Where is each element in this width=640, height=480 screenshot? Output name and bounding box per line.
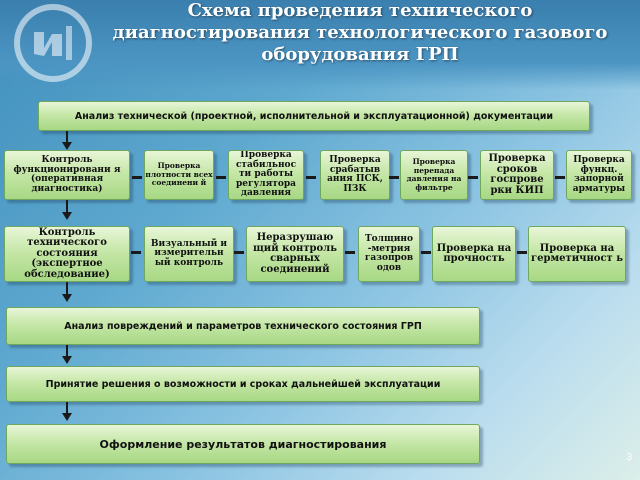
regulator-stability-box: Проверка стабильнос ти работы регулятора… <box>228 150 304 200</box>
regulator-stability-label: Проверка стабильнос ти работы регулятора… <box>235 150 297 199</box>
damage-analysis-box: Анализ повреждений и параметров техничес… <box>6 307 480 345</box>
expert-inspection-box: Контроль технического состояния (эксперт… <box>4 226 130 282</box>
connector-dash <box>345 251 355 254</box>
damage-analysis-label: Анализ повреждений и параметров техничес… <box>64 320 422 332</box>
connector-dash <box>131 251 141 254</box>
connector-line <box>66 282 68 295</box>
connector-arrow <box>62 294 72 302</box>
psk-pzk-check-box: Проверка срабатыв ания ПСК, ПЗК <box>320 150 390 200</box>
documentation-analysis-label: Анализ технической (проектной, исполните… <box>74 110 554 122</box>
thickness-measurement-label: Толщино -метрия газопров одов <box>364 234 414 273</box>
psk-pzk-check-label: Проверка срабатыв ания ПСК, ПЗК <box>327 155 383 194</box>
visual-measurement-box: Визуальный и измерительн ый контроль <box>144 226 234 282</box>
operational-diagnostics-label: Контроль функционировани я (оперативная … <box>13 155 121 194</box>
decision-label: Принятие решения о возможности и сроках … <box>45 378 441 390</box>
visual-measurement-label: Визуальный и измерительн ый контроль <box>150 238 228 268</box>
results-documentation-box: Оформление результатов диагностирования <box>6 424 480 464</box>
operational-diagnostics-box: Контроль функционировани я (оперативная … <box>4 150 130 200</box>
connector-line <box>66 200 68 213</box>
expert-inspection-label: Контроль технического состояния (эксперт… <box>24 226 110 280</box>
strength-test-label: Проверка на прочность <box>436 242 512 264</box>
header-band <box>0 0 640 90</box>
connector-arrow <box>62 413 72 421</box>
leak-test-box: Проверка на герметичност ь <box>528 226 626 282</box>
connector-dash <box>306 176 316 179</box>
filter-pressure-drop-box: Проверка перепада давления на фильтре <box>400 150 468 200</box>
connector-dash <box>132 176 142 179</box>
connector-arrow <box>62 212 72 220</box>
page-title: Схема проведения технического диагностир… <box>112 0 608 65</box>
kip-verification-label: Проверка сроков госпрове рки КИП <box>488 153 546 196</box>
connector-dash <box>234 251 244 254</box>
connector-dash <box>517 251 527 254</box>
page-number: 3 <box>626 452 632 463</box>
filter-pressure-drop-label: Проверка перепада давления на фильтре <box>406 157 462 192</box>
connector-arrow <box>62 142 72 150</box>
kip-verification-box: Проверка сроков госпрове рки КИП <box>480 150 554 200</box>
strength-test-box: Проверка на прочность <box>432 226 516 282</box>
results-documentation-label: Оформление результатов диагностирования <box>99 437 387 451</box>
shutoff-valves-label: Проверка функц. запорной арматуры <box>572 155 626 194</box>
shutoff-valves-box: Проверка функц. запорной арматуры <box>566 150 632 200</box>
connector-line <box>66 402 68 414</box>
connector-line <box>66 345 68 357</box>
ndt-welds-label: Неразрушаю щий контроль сварных соединен… <box>252 232 338 275</box>
connector-dash <box>468 176 478 179</box>
leak-test-label: Проверка на герметичност ь <box>530 242 623 264</box>
ndt-welds-box: Неразрушаю щий контроль сварных соединен… <box>246 226 344 282</box>
connector-dash <box>216 176 226 179</box>
connector-dash <box>555 176 565 179</box>
connector-dash <box>389 176 399 179</box>
decision-box: Принятие решения о возможности и сроках … <box>6 366 480 402</box>
connector-line <box>66 131 68 143</box>
connector-arrow <box>62 356 72 364</box>
connections-tightness-label: Проверка плотности всех соединени й <box>145 161 213 188</box>
connections-tightness-box: Проверка плотности всех соединени й <box>144 150 214 200</box>
thickness-measurement-box: Толщино -метрия газопров одов <box>358 226 420 282</box>
company-logo-icon <box>14 4 92 82</box>
connector-dash <box>421 251 431 254</box>
documentation-analysis-box: Анализ технической (проектной, исполните… <box>38 101 590 131</box>
